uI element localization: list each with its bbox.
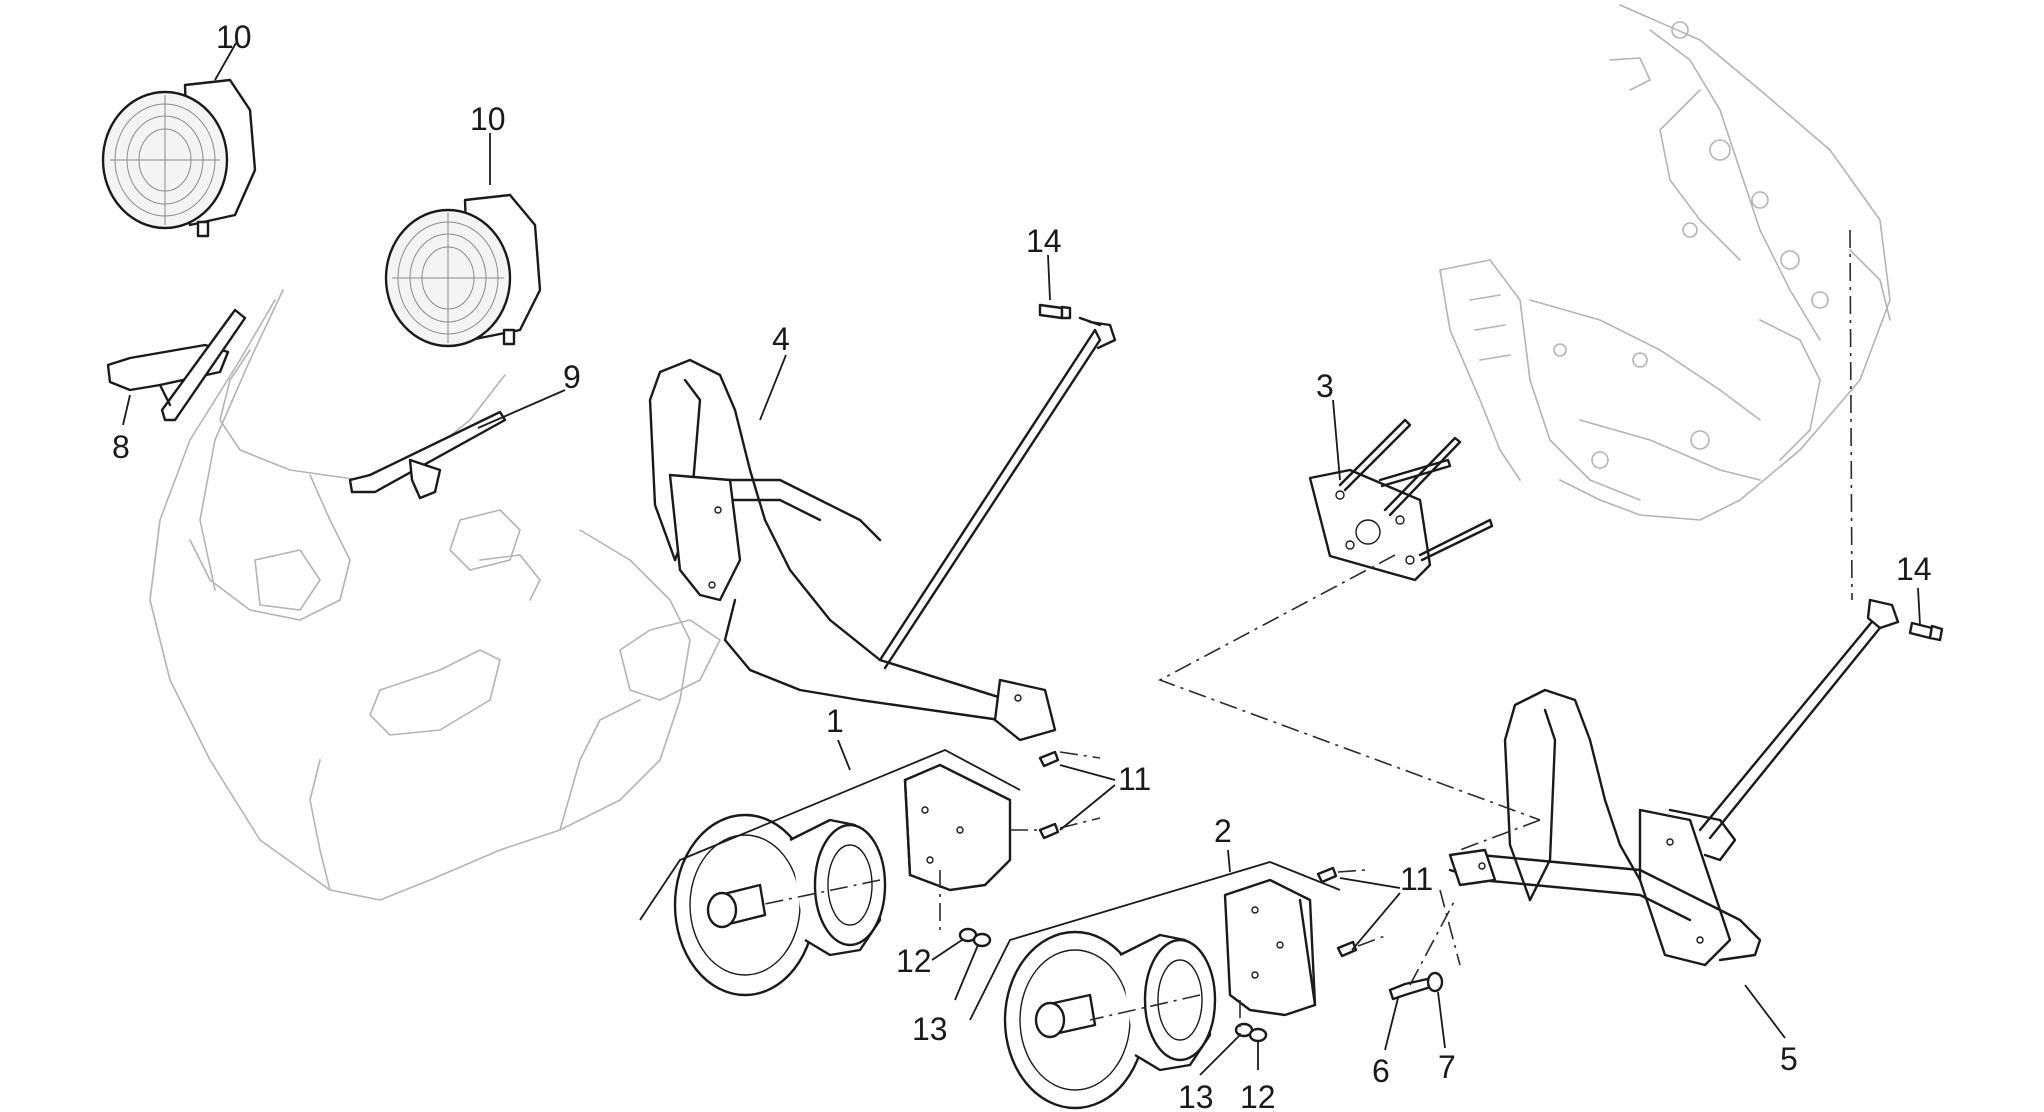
screw-upper-left <box>1038 303 1072 320</box>
callout-10: 10 <box>470 101 506 137</box>
horn-left <box>673 763 1012 997</box>
leader-lines <box>122 42 1921 1076</box>
screw-right <box>1908 621 1944 642</box>
callout-10: 10 <box>216 19 252 55</box>
bracket-left <box>106 308 247 422</box>
callout-9: 9 <box>563 359 581 395</box>
callout-12: 12 <box>896 943 932 979</box>
crash-bar-left <box>648 316 1117 742</box>
screws-11 <box>1038 750 1358 958</box>
crash-bar-right <box>1448 598 1900 967</box>
callout-13: 13 <box>1178 1079 1214 1112</box>
headlamp-left <box>101 78 257 238</box>
callout-13: 13 <box>912 1011 948 1047</box>
frame-outline <box>1439 4 1891 521</box>
callout-labels: 10 10 14 4 9 8 3 14 1 11 2 11 12 13 13 1… <box>112 19 1932 1112</box>
callout-4: 4 <box>772 321 790 357</box>
callout-6: 6 <box>1372 1053 1390 1089</box>
horn-right <box>1003 878 1317 1110</box>
callout-14: 14 <box>1896 551 1932 587</box>
assembly-axis-lines <box>759 229 1853 1035</box>
callout-5: 5 <box>1780 1041 1798 1077</box>
callout-12: 12 <box>1240 1079 1276 1112</box>
headlamp-right <box>384 193 542 348</box>
callout-1: 1 <box>826 703 844 739</box>
callout-2: 2 <box>1214 813 1232 849</box>
fairing-outline <box>149 289 721 901</box>
callout-7: 7 <box>1438 1049 1456 1085</box>
callout-3: 3 <box>1316 368 1334 404</box>
bolt-6-washer-7 <box>1388 971 1444 1001</box>
callout-14: 14 <box>1026 223 1062 259</box>
callout-11: 11 <box>1400 861 1433 897</box>
mounting-plate <box>1308 418 1494 582</box>
callout-8: 8 <box>112 429 130 465</box>
callout-11: 11 <box>1118 761 1151 797</box>
bracket-center <box>348 410 507 500</box>
